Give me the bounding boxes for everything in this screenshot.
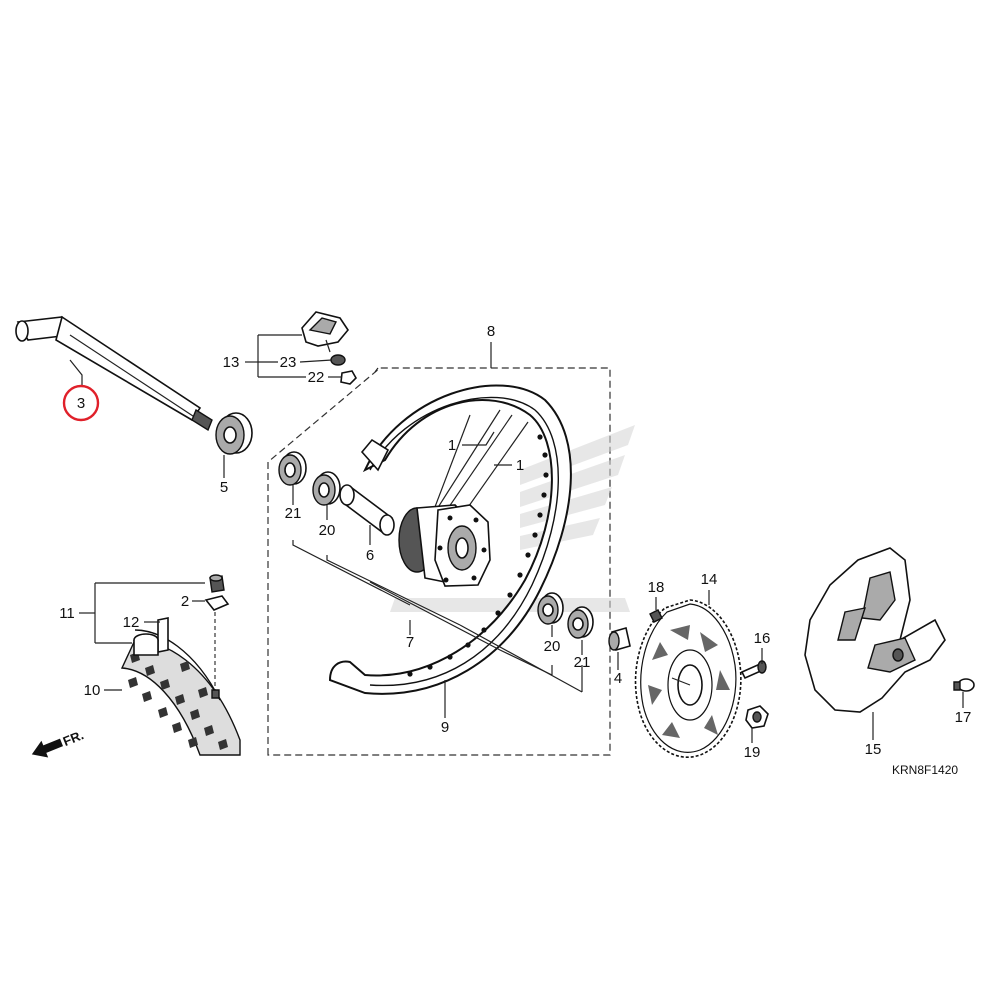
axle-collar	[215, 412, 253, 455]
tire	[120, 639, 241, 756]
cover-bolt	[953, 678, 975, 692]
callout-23: 23	[280, 354, 297, 371]
distance-collar	[339, 484, 395, 536]
callout-17: 17	[955, 709, 972, 726]
callout-9: 9	[441, 719, 449, 736]
front-direction-label: FR.	[61, 727, 86, 749]
callout-19: 19	[744, 744, 761, 761]
callout-8: 8	[487, 323, 495, 340]
bearing-left-outer	[278, 451, 307, 486]
diagram-code: KRN8F1420	[892, 763, 958, 777]
callout-2: 2	[181, 593, 189, 610]
clamp-bracket	[301, 311, 357, 385]
callout-4: 4	[614, 670, 622, 687]
callout-15: 15	[865, 741, 882, 758]
callout-11: 11	[59, 605, 75, 622]
callout-6: 6	[366, 547, 374, 564]
disc-bolt	[740, 660, 767, 680]
callout-labels: 1 1 2 3 4 5 6 7 8 9 10 11 12 13 14 15 16…	[59, 323, 971, 761]
brake-disc	[634, 599, 742, 758]
callout-1: 1	[516, 457, 524, 474]
callout-12: 12	[123, 614, 140, 631]
callout-10: 10	[84, 682, 101, 699]
callout-20: 20	[544, 638, 561, 655]
bearing-left-inner	[312, 471, 341, 506]
front-wheel-rim	[328, 384, 572, 695]
disc-nut	[745, 705, 769, 729]
rim-lock	[204, 574, 230, 699]
highlight-circle	[62, 384, 100, 422]
front-axle	[15, 315, 213, 432]
callout-1: 1	[448, 437, 456, 454]
leader-lines	[69, 334, 964, 743]
front-direction-arrow: FR.	[31, 727, 86, 758]
inner-tube	[133, 617, 221, 701]
disc-bolt-nut	[649, 609, 663, 623]
callout-16: 16	[754, 630, 771, 647]
bearing-right-inner	[537, 592, 564, 625]
front-hub	[398, 504, 491, 587]
callout-5: 5	[220, 479, 228, 496]
callout-20: 20	[319, 522, 336, 539]
callout-3: 3	[77, 395, 85, 412]
callout-18: 18	[648, 579, 665, 596]
callout-21: 21	[574, 654, 591, 671]
callout-21: 21	[285, 505, 302, 522]
callout-7: 7	[406, 634, 414, 651]
disc-cover	[804, 547, 946, 713]
side-collar	[608, 626, 631, 652]
bearing-right-outer	[567, 606, 594, 639]
callout-14: 14	[701, 571, 718, 588]
callout-22: 22	[308, 369, 325, 386]
wheel-assembly-dashed-box	[267, 367, 611, 756]
callout-13: 13	[223, 354, 240, 371]
